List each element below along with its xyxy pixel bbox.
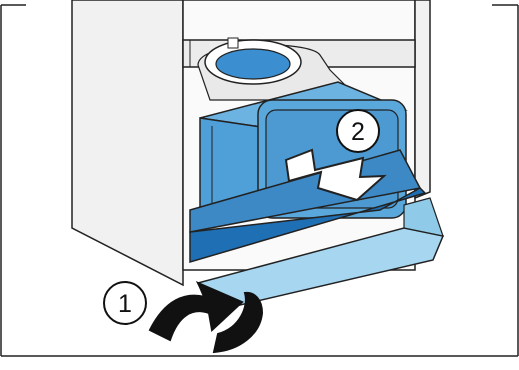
step-1-callout: 1 [104, 282, 146, 324]
step-2-label: 2 [351, 118, 365, 146]
step-1-label: 1 [118, 290, 132, 318]
fold-down-arrow-icon [150, 283, 262, 352]
step-2-callout: 2 [337, 110, 379, 152]
